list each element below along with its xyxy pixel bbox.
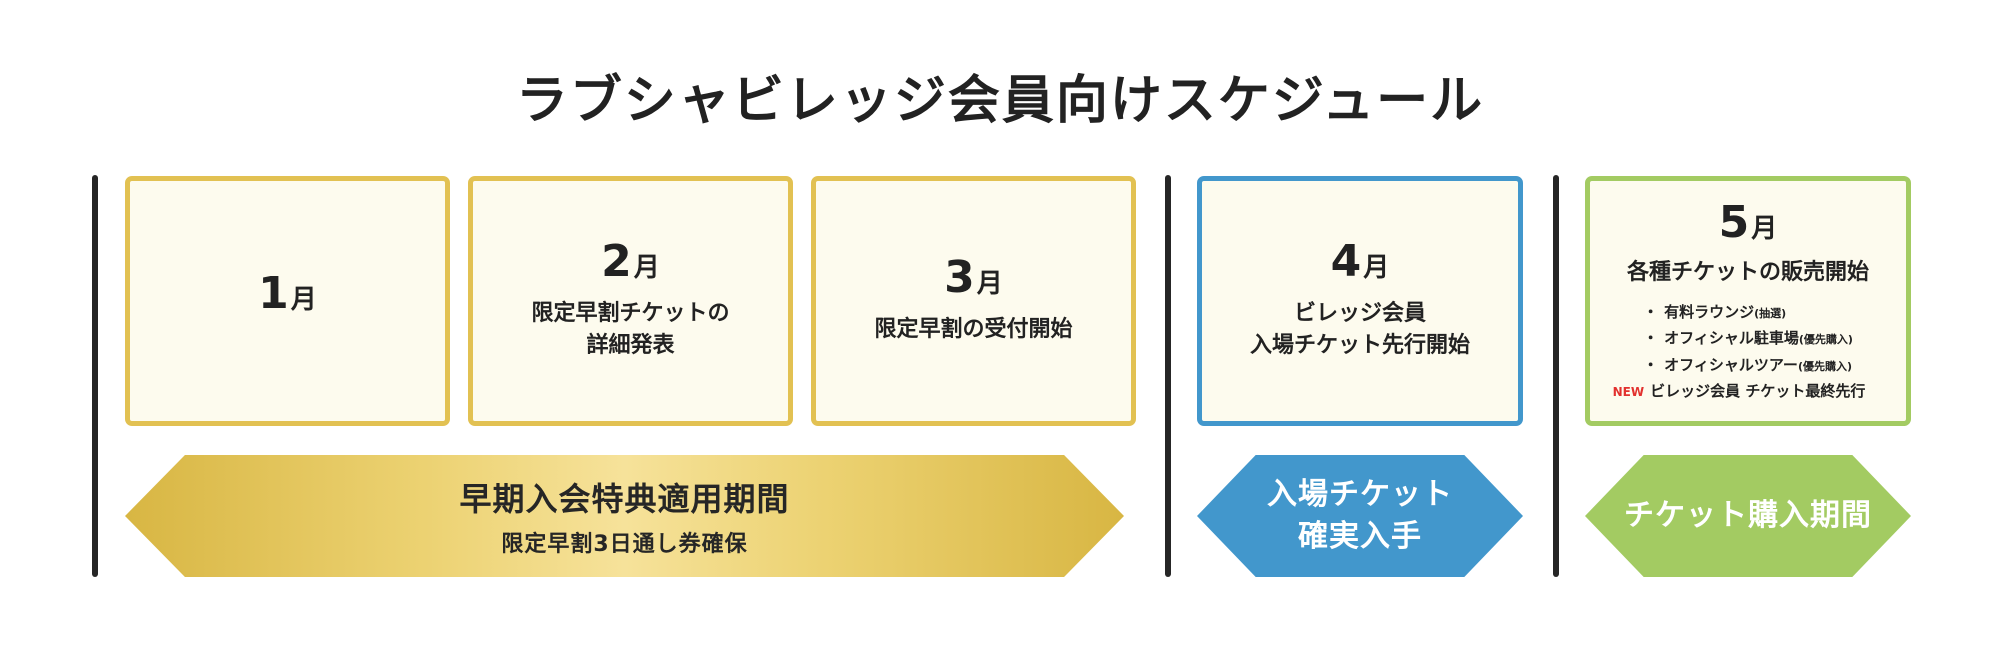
bullet-dot: ・	[1643, 303, 1659, 322]
month-unit: 月	[976, 269, 1003, 300]
new-announcement: NEW ビレッジ会員 チケット最終先行	[1613, 380, 1866, 401]
month-card-april: 4月 ビレッジ会員 入場チケット先行開始	[1197, 176, 1523, 426]
new-announcement-text: ビレッジ会員 チケット最終先行	[1650, 381, 1866, 400]
divider-left	[92, 175, 98, 577]
ticket-list: ・有料ラウンジ(抽選) ・オフィシャル駐車場(優先購入) ・オフィシャルツアー(…	[1643, 299, 1853, 378]
list-item-label: オフィシャル駐車場	[1664, 329, 1799, 348]
month-card-may: 5月 各種チケットの販売開始 ・有料ラウンジ(抽選) ・オフィシャル駐車場(優先…	[1585, 176, 1911, 426]
list-item: ・オフィシャル駐車場(優先購入)	[1643, 325, 1853, 351]
early-period-subtitle: 限定早割3日通し券確保	[501, 532, 748, 557]
month-description: 限定早割チケットの 詳細発表	[531, 301, 730, 358]
month-card-february: 2月 限定早割チケットの 詳細発表	[468, 176, 793, 426]
new-badge: NEW	[1612, 384, 1645, 399]
month-unit: 月	[633, 253, 660, 284]
list-item-note: (優先購入)	[1797, 359, 1852, 373]
month-number: 5	[1718, 197, 1750, 249]
purchase-period-title: チケット購入期間	[1624, 498, 1872, 533]
month-number: 2	[601, 236, 632, 288]
page-title: ラブシャビレッジ会員向けスケジュール	[515, 71, 1485, 131]
list-item: ・オフィシャルツアー(優先購入)	[1643, 352, 1853, 378]
early-period-arrow: 早期入会特典適用期間 限定早割3日通し券確保	[125, 455, 1124, 577]
early-period-title: 早期入会特典適用期間	[459, 480, 790, 518]
entry-ticket-arrow: 入場チケット 確実入手	[1197, 455, 1523, 577]
list-item-label: 有料ラウンジ	[1664, 303, 1755, 322]
month-label: 5月	[1719, 201, 1778, 245]
divider-right	[1553, 175, 1559, 577]
month-description: 限定早割の受付開始	[874, 317, 1073, 343]
list-item: ・有料ラウンジ(抽選)	[1643, 299, 1853, 325]
divider-middle	[1165, 175, 1171, 577]
purchase-period-arrow: チケット購入期間	[1585, 455, 1911, 577]
list-item-note: (優先購入)	[1798, 333, 1853, 347]
month-unit: 月	[1363, 253, 1390, 284]
entry-ticket-title: 入場チケット 確実入手	[1267, 477, 1453, 554]
month-description: ビレッジ会員 入場チケット先行開始	[1249, 301, 1470, 358]
month-number: 1	[258, 268, 289, 319]
month-label: 3月	[944, 256, 1003, 300]
bullet-dot: ・	[1643, 355, 1659, 374]
month-label: 1月	[258, 272, 317, 316]
list-item-note: (抽選)	[1754, 307, 1787, 321]
month-unit: 月	[1751, 214, 1778, 245]
month-label: 2月	[601, 240, 660, 284]
month-number: 3	[944, 252, 975, 304]
month-label: 4月	[1331, 240, 1390, 284]
month-number: 4	[1330, 236, 1362, 288]
month-card-march: 3月 限定早割の受付開始	[811, 176, 1136, 426]
month-card-january: 1月	[125, 176, 450, 426]
list-item-label: オフィシャルツアー	[1664, 355, 1798, 374]
month-unit: 月	[290, 285, 317, 315]
bullet-dot: ・	[1643, 329, 1659, 348]
month-description: 各種チケットの販売開始	[1626, 260, 1869, 286]
